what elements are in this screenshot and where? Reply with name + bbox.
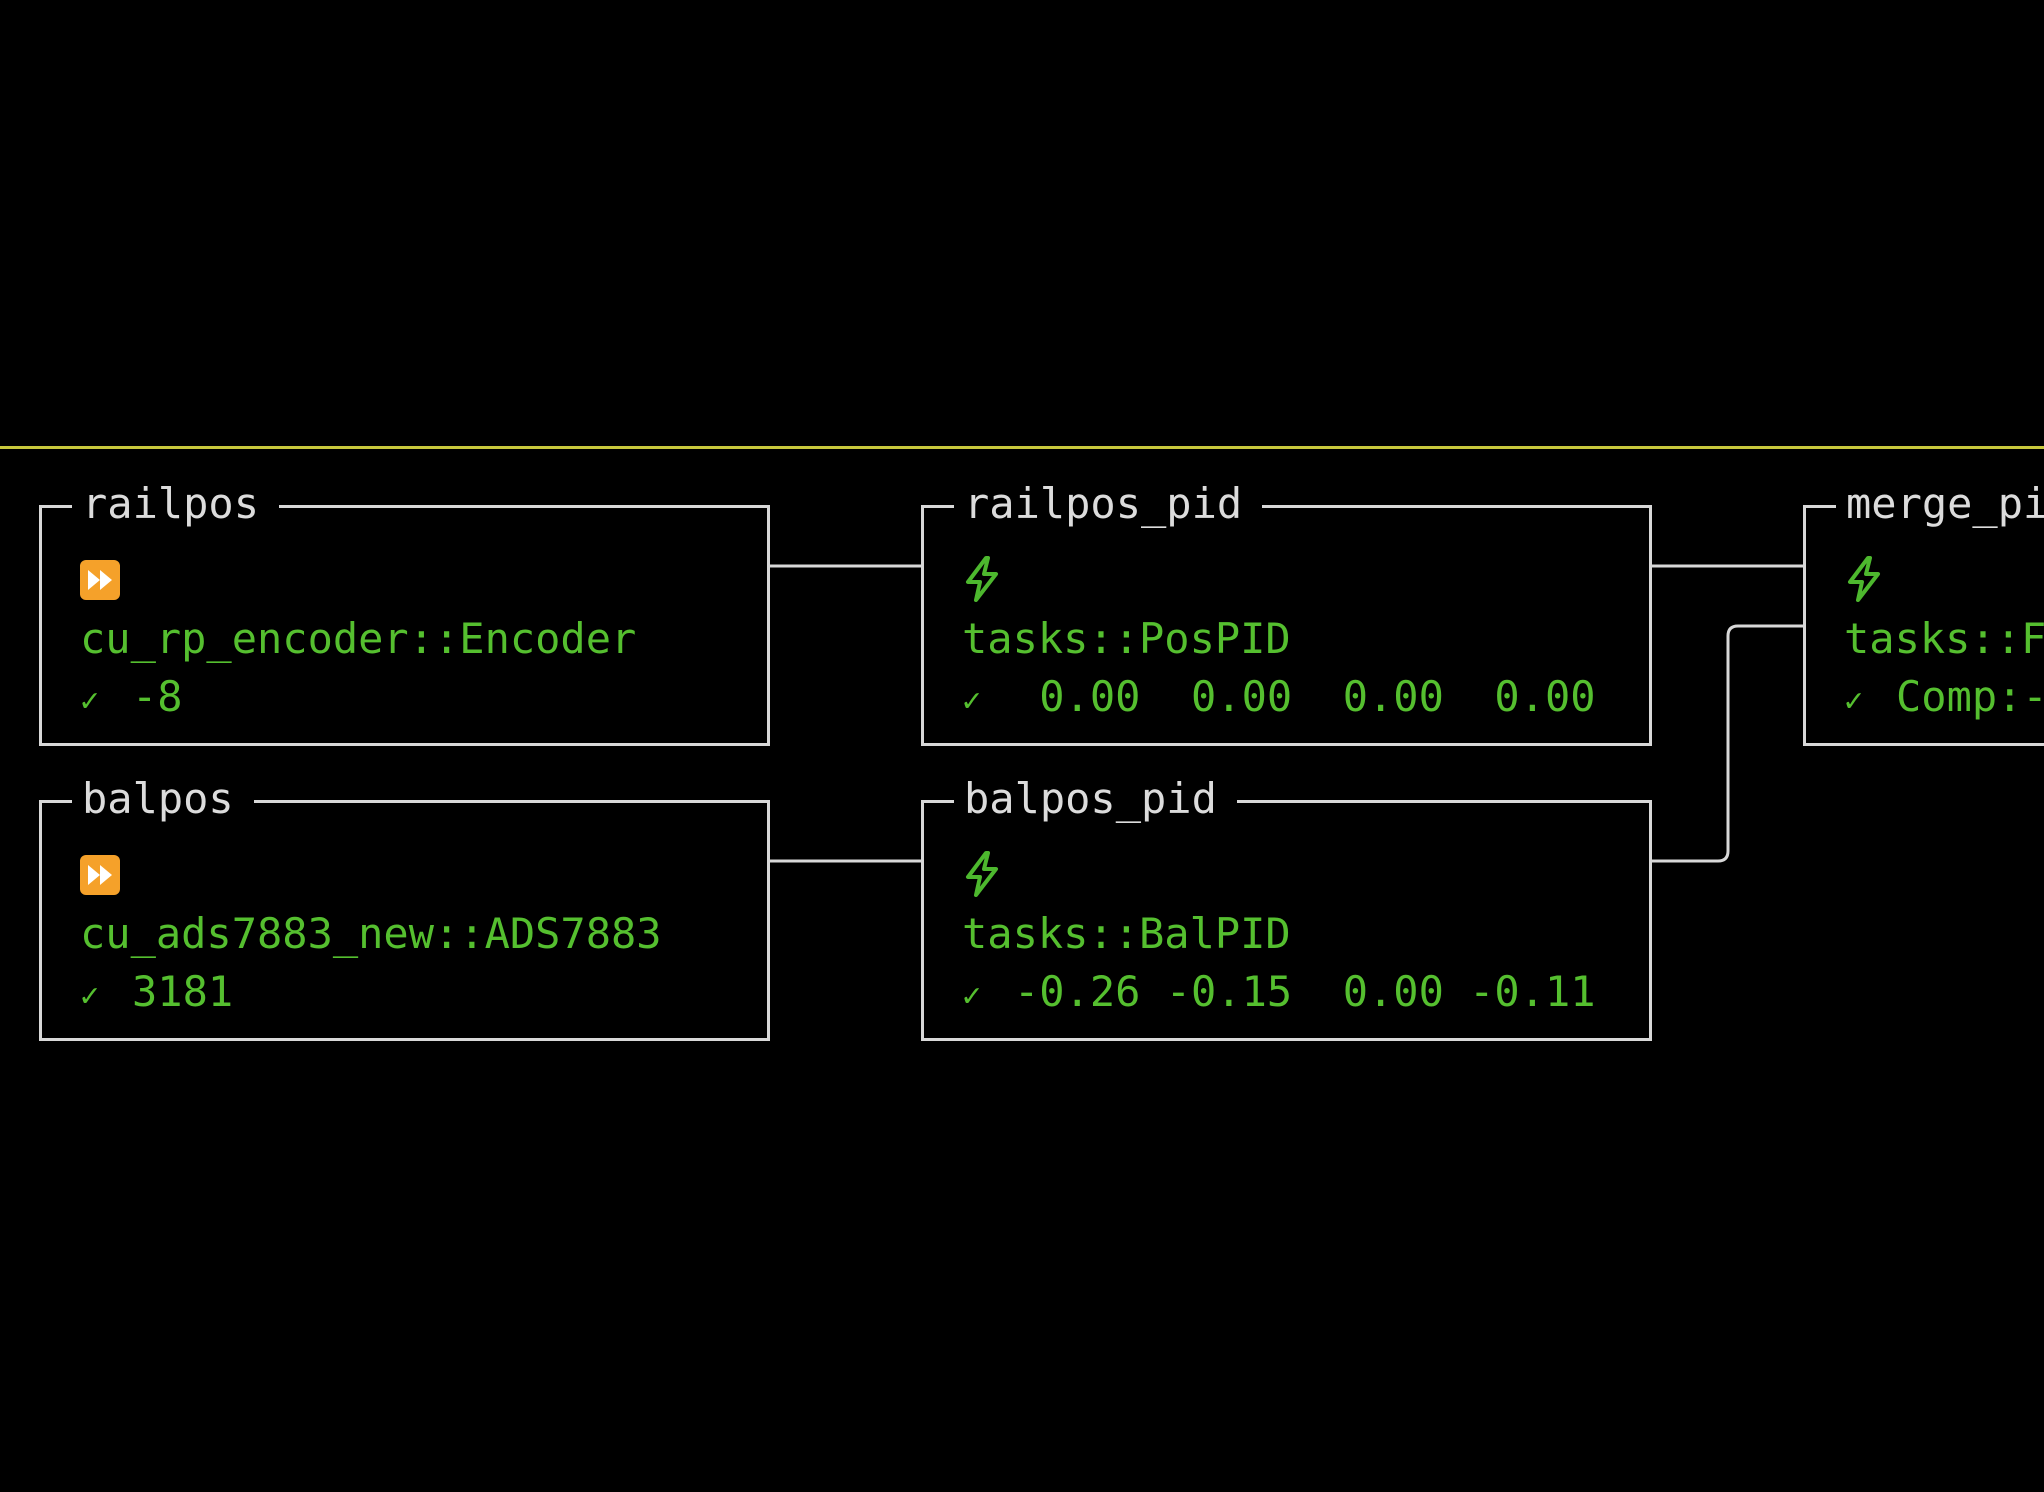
node-status: ✓ Comp:- bbox=[1844, 668, 2044, 729]
node-title: railpos bbox=[72, 478, 280, 530]
node-status: ✓ 3181 bbox=[80, 963, 767, 1024]
lightning-bolt-icon bbox=[1844, 552, 2044, 610]
node-status: ✓ 0.00 0.00 0.00 0.00 bbox=[962, 668, 1649, 729]
node-railpos-pid[interactable]: railpos_pid tasks::PosPID ✓ 0.00 0.00 0.… bbox=[921, 478, 1652, 746]
node-status: ✓ -8 bbox=[80, 668, 767, 729]
check-icon: ✓ bbox=[962, 681, 982, 719]
node-title: balpos bbox=[72, 773, 254, 825]
pane-divider bbox=[0, 446, 2044, 449]
fast-forward-icon bbox=[80, 552, 767, 610]
lightning-bolt-icon bbox=[962, 552, 1649, 610]
node-type: tasks::BalPID bbox=[962, 909, 1291, 958]
node-title: balpos_pid bbox=[954, 773, 1237, 825]
node-type: cu_rp_encoder::Encoder bbox=[80, 614, 637, 663]
node-status: ✓ -0.26 -0.15 0.00 -0.11 bbox=[962, 963, 1649, 1024]
node-balpos[interactable]: balpos cu_ads7883_new::ADS7883 ✓ 3181 bbox=[39, 773, 770, 1041]
node-railpos[interactable]: railpos cu_rp_encoder::Encoder ✓ -8 bbox=[39, 478, 770, 746]
node-type: cu_ads7883_new::ADS7883 bbox=[80, 909, 662, 958]
node-type: tasks::F bbox=[1844, 614, 2044, 663]
lightning-bolt-icon bbox=[962, 847, 1649, 905]
status-value: 3181 bbox=[132, 967, 234, 1016]
check-icon: ✓ bbox=[80, 681, 100, 719]
wire-balpos-pid-to-merge-pid bbox=[1650, 624, 1805, 863]
status-value: -8 bbox=[132, 672, 183, 721]
node-merge-pid[interactable]: merge_pi tasks::F ✓ Comp:- bbox=[1803, 478, 2044, 746]
node-type: tasks::PosPID bbox=[962, 614, 1291, 663]
node-balpos-pid[interactable]: balpos_pid tasks::BalPID ✓ -0.26 -0.15 0.… bbox=[921, 773, 1652, 1041]
check-icon: ✓ bbox=[962, 976, 982, 1014]
node-title: merge_pi bbox=[1836, 478, 2044, 530]
check-icon: ✓ bbox=[80, 976, 100, 1014]
node-title: railpos_pid bbox=[954, 478, 1263, 530]
fast-forward-icon bbox=[80, 847, 767, 905]
status-value: Comp:- bbox=[1896, 672, 2044, 721]
check-icon: ✓ bbox=[1844, 681, 1864, 719]
status-value: -0.26 -0.15 0.00 -0.11 bbox=[1014, 967, 1596, 1016]
status-value: 0.00 0.00 0.00 0.00 bbox=[1014, 672, 1596, 721]
